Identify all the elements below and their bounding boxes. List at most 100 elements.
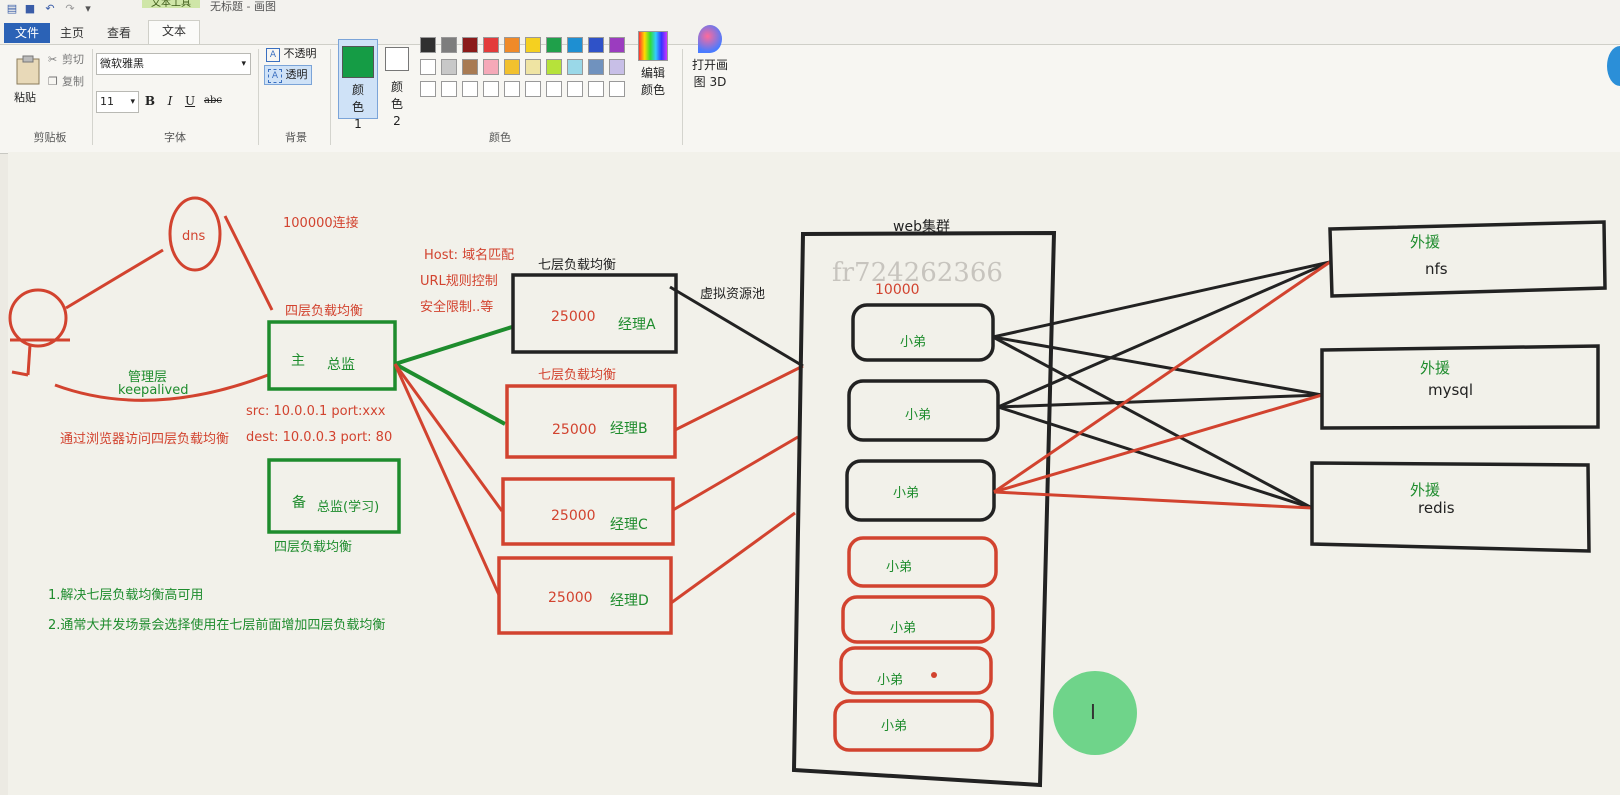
palette-swatch[interactable] — [462, 59, 478, 75]
web-count-label: 10000 — [875, 282, 920, 298]
color1-swatch — [342, 46, 374, 78]
chevron-down-icon: ▾ — [130, 97, 135, 107]
clipboard-group-label: 剪贴板 — [33, 131, 67, 144]
palette-swatch[interactable] — [567, 81, 583, 97]
palette-swatch[interactable] — [462, 37, 478, 53]
underline-button[interactable]: U — [184, 94, 196, 108]
palette-swatch[interactable] — [546, 37, 562, 53]
director-label: 总监 — [327, 357, 355, 373]
mgmt-layer-label: 管理层 — [128, 370, 168, 385]
transparent-button[interactable]: A 透明 — [264, 65, 312, 85]
palette-swatch[interactable] — [483, 81, 499, 97]
ribbon-tabs: 文件 主页 查看 文本 — [0, 20, 1620, 45]
cut-button[interactable]: 剪切 — [62, 53, 84, 66]
palette-swatch[interactable] — [441, 59, 457, 75]
font-family-select[interactable]: 微软雅黑 ▾ — [96, 53, 251, 75]
mysql-box — [1320, 344, 1600, 430]
mgrA-label: 经理A — [618, 317, 656, 333]
note-1: 1.解决七层负载均衡高可用 — [48, 588, 204, 603]
drawing-canvas[interactable] — [8, 152, 1620, 795]
palette-swatch[interactable] — [609, 81, 625, 97]
cursor-highlight — [1053, 671, 1137, 755]
color2-button[interactable]: 颜色 2 — [382, 43, 412, 128]
palette-swatch[interactable] — [609, 59, 625, 75]
open-paint3d-button[interactable]: 打开画图 3D — [690, 25, 730, 91]
palette-swatch[interactable] — [420, 81, 436, 97]
divider — [330, 49, 331, 145]
keepalived-label: keepalived — [118, 383, 189, 398]
palette-swatch[interactable] — [525, 59, 541, 75]
palette-swatch[interactable] — [546, 81, 562, 97]
copy-button[interactable]: 复制 — [62, 75, 84, 88]
master-label: 主 — [291, 353, 305, 369]
worker-label: 小弟 — [886, 560, 913, 575]
worker-node — [833, 699, 994, 752]
paint3d-label: 打开画图 3D — [691, 58, 728, 89]
palette-swatch[interactable] — [567, 37, 583, 53]
palette-swatch[interactable] — [546, 59, 562, 75]
palette-swatch[interactable] — [567, 59, 583, 75]
l4-to-mgrB-line — [394, 362, 506, 426]
app-menu-icon[interactable]: ▤ — [6, 2, 18, 15]
palette-swatch[interactable] — [420, 37, 436, 53]
mgrD-to-web-line — [670, 511, 796, 605]
l4-backup-box — [267, 458, 401, 534]
palette-swatch[interactable] — [504, 59, 520, 75]
paste-button[interactable]: 粘贴 — [12, 55, 46, 109]
text-tools-context-label: 文本工具 — [142, 0, 200, 8]
bold-button[interactable]: B — [144, 94, 156, 108]
palette-swatch[interactable] — [462, 81, 478, 97]
redo-icon[interactable]: ↷ — [65, 2, 75, 15]
opaque-button[interactable]: A 不透明 — [266, 45, 317, 63]
edit-colors-button[interactable]: 编辑颜色 — [636, 31, 670, 99]
worker-label: 小弟 — [905, 408, 932, 423]
strikethrough-button[interactable]: abc — [204, 95, 222, 106]
security-label: 安全限制..等 — [420, 300, 494, 315]
redis-label: redis — [1418, 499, 1455, 517]
l4-master-box — [267, 320, 397, 391]
nfs-ext-label: 外援 — [1410, 233, 1441, 251]
save-icon[interactable]: ■ — [24, 2, 36, 15]
color1-button[interactable]: 颜色 1 — [338, 39, 378, 131]
color1-label: 颜色 1 — [351, 83, 364, 131]
palette-swatch[interactable] — [588, 81, 604, 97]
quick-access-dropdown-icon[interactable]: ▾ — [85, 2, 91, 15]
font-size-select[interactable]: 11 ▾ — [96, 91, 139, 113]
l7-label-b: 七层负载均衡 — [538, 368, 617, 383]
palette-swatch[interactable] — [588, 59, 604, 75]
l7-label-a: 七层负载均衡 — [538, 258, 617, 273]
mysql-label: mysql — [1428, 381, 1473, 399]
mgrC-label: 经理C — [610, 517, 648, 533]
cursor-dot — [931, 672, 937, 678]
worker-node — [839, 646, 993, 695]
undo-icon[interactable]: ↶ — [45, 2, 55, 15]
palette-swatch[interactable] — [441, 37, 457, 53]
palette-swatch[interactable] — [525, 81, 541, 97]
tab-view[interactable]: 查看 — [106, 26, 131, 40]
user-stick-figure — [8, 288, 70, 377]
tab-home[interactable]: 主页 — [59, 26, 84, 40]
palette-swatch[interactable] — [441, 81, 457, 97]
mgrB-to-web-line — [674, 364, 804, 432]
cut-icon: ✂ — [48, 53, 58, 66]
palette-swatch[interactable] — [483, 59, 499, 75]
palette-swatch[interactable] — [504, 37, 520, 53]
tab-file[interactable]: 文件 — [4, 23, 50, 43]
mgrD-value: 25000 — [548, 590, 593, 606]
worker-label: 小弟 — [890, 621, 917, 636]
palette-swatch[interactable] — [609, 37, 625, 53]
tab-text[interactable]: 文本 — [148, 20, 200, 45]
dns-label: dns — [182, 229, 206, 244]
italic-button[interactable]: I — [167, 94, 173, 108]
chevron-down-icon: ▾ — [241, 59, 246, 69]
palette-swatch[interactable] — [504, 81, 520, 97]
palette-swatch[interactable] — [420, 59, 436, 75]
redis-ext-label: 外援 — [1410, 481, 1441, 499]
palette-swatch[interactable] — [588, 37, 604, 53]
paste-label: 粘贴 — [14, 91, 36, 104]
edge-help-icon[interactable] — [1607, 46, 1620, 86]
palette-swatch[interactable] — [483, 37, 499, 53]
palette-swatch[interactable] — [525, 37, 541, 53]
worker-node — [847, 379, 1000, 442]
